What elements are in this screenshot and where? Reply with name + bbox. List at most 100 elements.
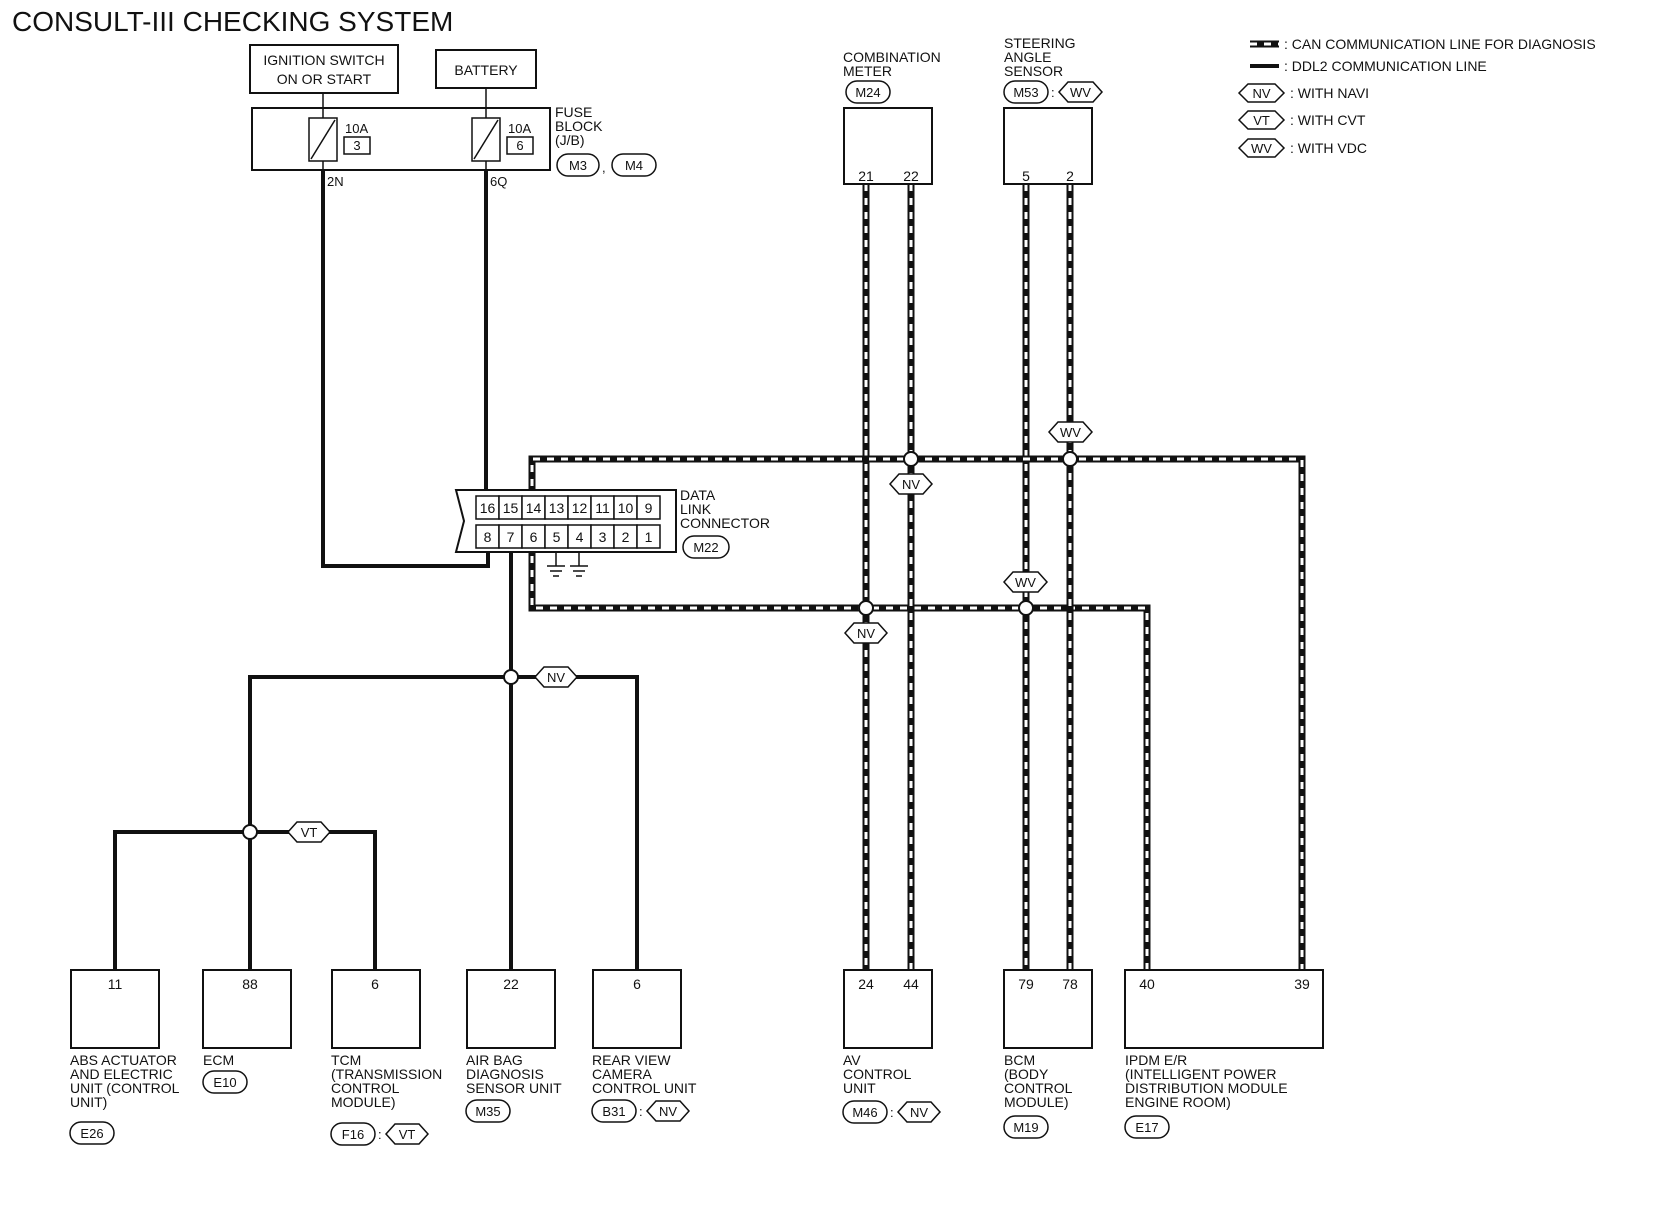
abs-label-1: ABS ACTUATOR — [70, 1052, 177, 1068]
svg-text:M53: M53 — [1013, 85, 1038, 100]
svg-text:M19: M19 — [1013, 1120, 1038, 1135]
dlc-pin-label: 5 — [553, 529, 561, 545]
svg-text:E10: E10 — [213, 1075, 236, 1090]
svg-text:NV: NV — [857, 626, 875, 641]
pin-label: 78 — [1062, 976, 1078, 992]
bcm-box: 79 78 — [1003, 969, 1093, 1049]
nv-option-tag: NV — [645, 1100, 691, 1122]
svg-text:WV: WV — [1015, 575, 1036, 590]
nv-option-tag: NV — [896, 1101, 942, 1123]
steering-sensor-label-1: STEERING — [1004, 35, 1076, 51]
dlc-pin-label: 11 — [595, 500, 610, 516]
abs-label-3: UNIT (CONTROL — [70, 1080, 180, 1096]
svg-text:NV: NV — [1252, 86, 1270, 101]
svg-text:VT: VT — [1253, 113, 1270, 128]
connector-e26: E26 — [69, 1121, 115, 1145]
svg-text:IGNITION SWITCH: IGNITION SWITCH — [263, 52, 384, 68]
splice-dot — [1018, 600, 1034, 616]
ipdm-label-3: DISTRIBUTION MODULE — [1125, 1080, 1288, 1096]
svg-text:ON OR START: ON OR START — [277, 71, 372, 87]
legend-wv-tag: WV — [1237, 138, 1286, 158]
connector-m24: M24 — [845, 80, 891, 104]
legend-vt-text: : WITH CVT — [1290, 112, 1366, 128]
dlc-pin-label: 4 — [576, 529, 584, 545]
tcm-label-3: CONTROL — [331, 1080, 400, 1096]
splice-dot — [858, 600, 874, 616]
connector-m46: M46 — [842, 1100, 888, 1124]
nv-option-tag: NV — [888, 473, 934, 495]
combination-meter-label-2: METER — [843, 63, 892, 79]
airbag-label-1: AIR BAG — [466, 1052, 523, 1068]
steering-angle-sensor-box: 5 2 — [1003, 107, 1093, 185]
splice-dot — [903, 451, 919, 467]
splice-dot — [1062, 451, 1078, 467]
dlc-pin-label: 12 — [572, 500, 588, 516]
ipdm-label-2: (INTELLIGENT POWER — [1125, 1066, 1276, 1082]
combination-meter-box: 21 22 — [843, 107, 933, 185]
nv-option-tag: NV — [533, 666, 579, 688]
svg-text:NV: NV — [910, 1105, 928, 1120]
dlc-pin-label: 10 — [618, 500, 634, 516]
bcm-label-2: (BODY — [1004, 1066, 1049, 1082]
connector-f16: F16 — [330, 1122, 376, 1146]
airbag-sensor-box: 22 — [466, 969, 556, 1049]
abs-actuator-box: 11 — [70, 969, 160, 1049]
wv-option-tag: WV — [1047, 421, 1094, 443]
dlc-pin-label: 15 — [503, 500, 519, 516]
terminal-6q: 6Q — [490, 174, 507, 189]
svg-text:E26: E26 — [80, 1126, 103, 1141]
dlc-pin-cell — [636, 495, 661, 520]
legend-ddl2-text: : DDL2 COMMUNICATION LINE — [1284, 58, 1487, 74]
airbag-label-2: DIAGNOSIS — [466, 1066, 544, 1082]
connector-m35: M35 — [465, 1099, 511, 1123]
svg-text:WV: WV — [1060, 425, 1081, 440]
legend: : CAN COMMUNICATION LINE FOR DIAGNOSIS :… — [1237, 36, 1596, 158]
camera-label-2: CAMERA — [592, 1066, 653, 1082]
pin-label: 24 — [858, 976, 874, 992]
camera-label-1: REAR VIEW — [592, 1052, 671, 1068]
ecm-label: ECM — [203, 1052, 234, 1068]
ipdm-label-1: IPDM E/R — [1125, 1052, 1187, 1068]
connector-m22: M22 — [682, 535, 730, 559]
fuse-block: 10A 3 10A 6 — [251, 107, 551, 171]
svg-text:M4: M4 — [625, 158, 643, 173]
dlc-pin-label: 9 — [645, 500, 653, 516]
connector-colon: : — [1051, 85, 1055, 100]
svg-text:M24: M24 — [855, 85, 880, 100]
fuse-block-label-2: BLOCK — [555, 118, 603, 134]
av-label-3: UNIT — [843, 1080, 876, 1096]
svg-text:VT: VT — [399, 1127, 416, 1142]
svg-text:NV: NV — [902, 477, 920, 492]
dlc-pin-label: 8 — [484, 529, 492, 545]
svg-text:6: 6 — [516, 138, 523, 153]
connector-b31: B31 — [591, 1099, 637, 1123]
pin-label: 88 — [242, 976, 258, 992]
tcm-label-4: MODULE) — [331, 1094, 396, 1110]
svg-text:NV: NV — [547, 670, 565, 685]
steering-sensor-label-3: SENSOR — [1004, 63, 1063, 79]
connector-e10: E10 — [202, 1070, 248, 1094]
splice-dot — [242, 824, 258, 840]
svg-text:3: 3 — [353, 138, 360, 153]
pin-label: 22 — [503, 976, 519, 992]
ecm-box: 88 — [202, 969, 292, 1049]
connector-colon: : — [378, 1127, 382, 1142]
pin-label: 40 — [1139, 976, 1155, 992]
svg-text:M46: M46 — [852, 1105, 877, 1120]
dlc-pin-label: 3 — [599, 529, 607, 545]
av-label-1: AV — [843, 1052, 861, 1068]
tcm-box: 6 — [331, 969, 421, 1049]
dlc-pin-label: 7 — [507, 529, 515, 545]
can-wires-bottom — [862, 459, 1074, 970]
dlc-pin-cell — [636, 524, 661, 549]
wv-option-tag: WV — [1057, 81, 1104, 103]
connector-m4: M4 — [611, 153, 657, 177]
dlc-label-2: LINK — [680, 501, 712, 517]
svg-text:WV: WV — [1070, 85, 1091, 100]
pin-label: 2 — [1066, 168, 1074, 184]
ignition-switch-box: IGNITION SWITCH ON OR START — [249, 44, 399, 94]
legend-wv-text: : WITH VDC — [1290, 140, 1367, 156]
